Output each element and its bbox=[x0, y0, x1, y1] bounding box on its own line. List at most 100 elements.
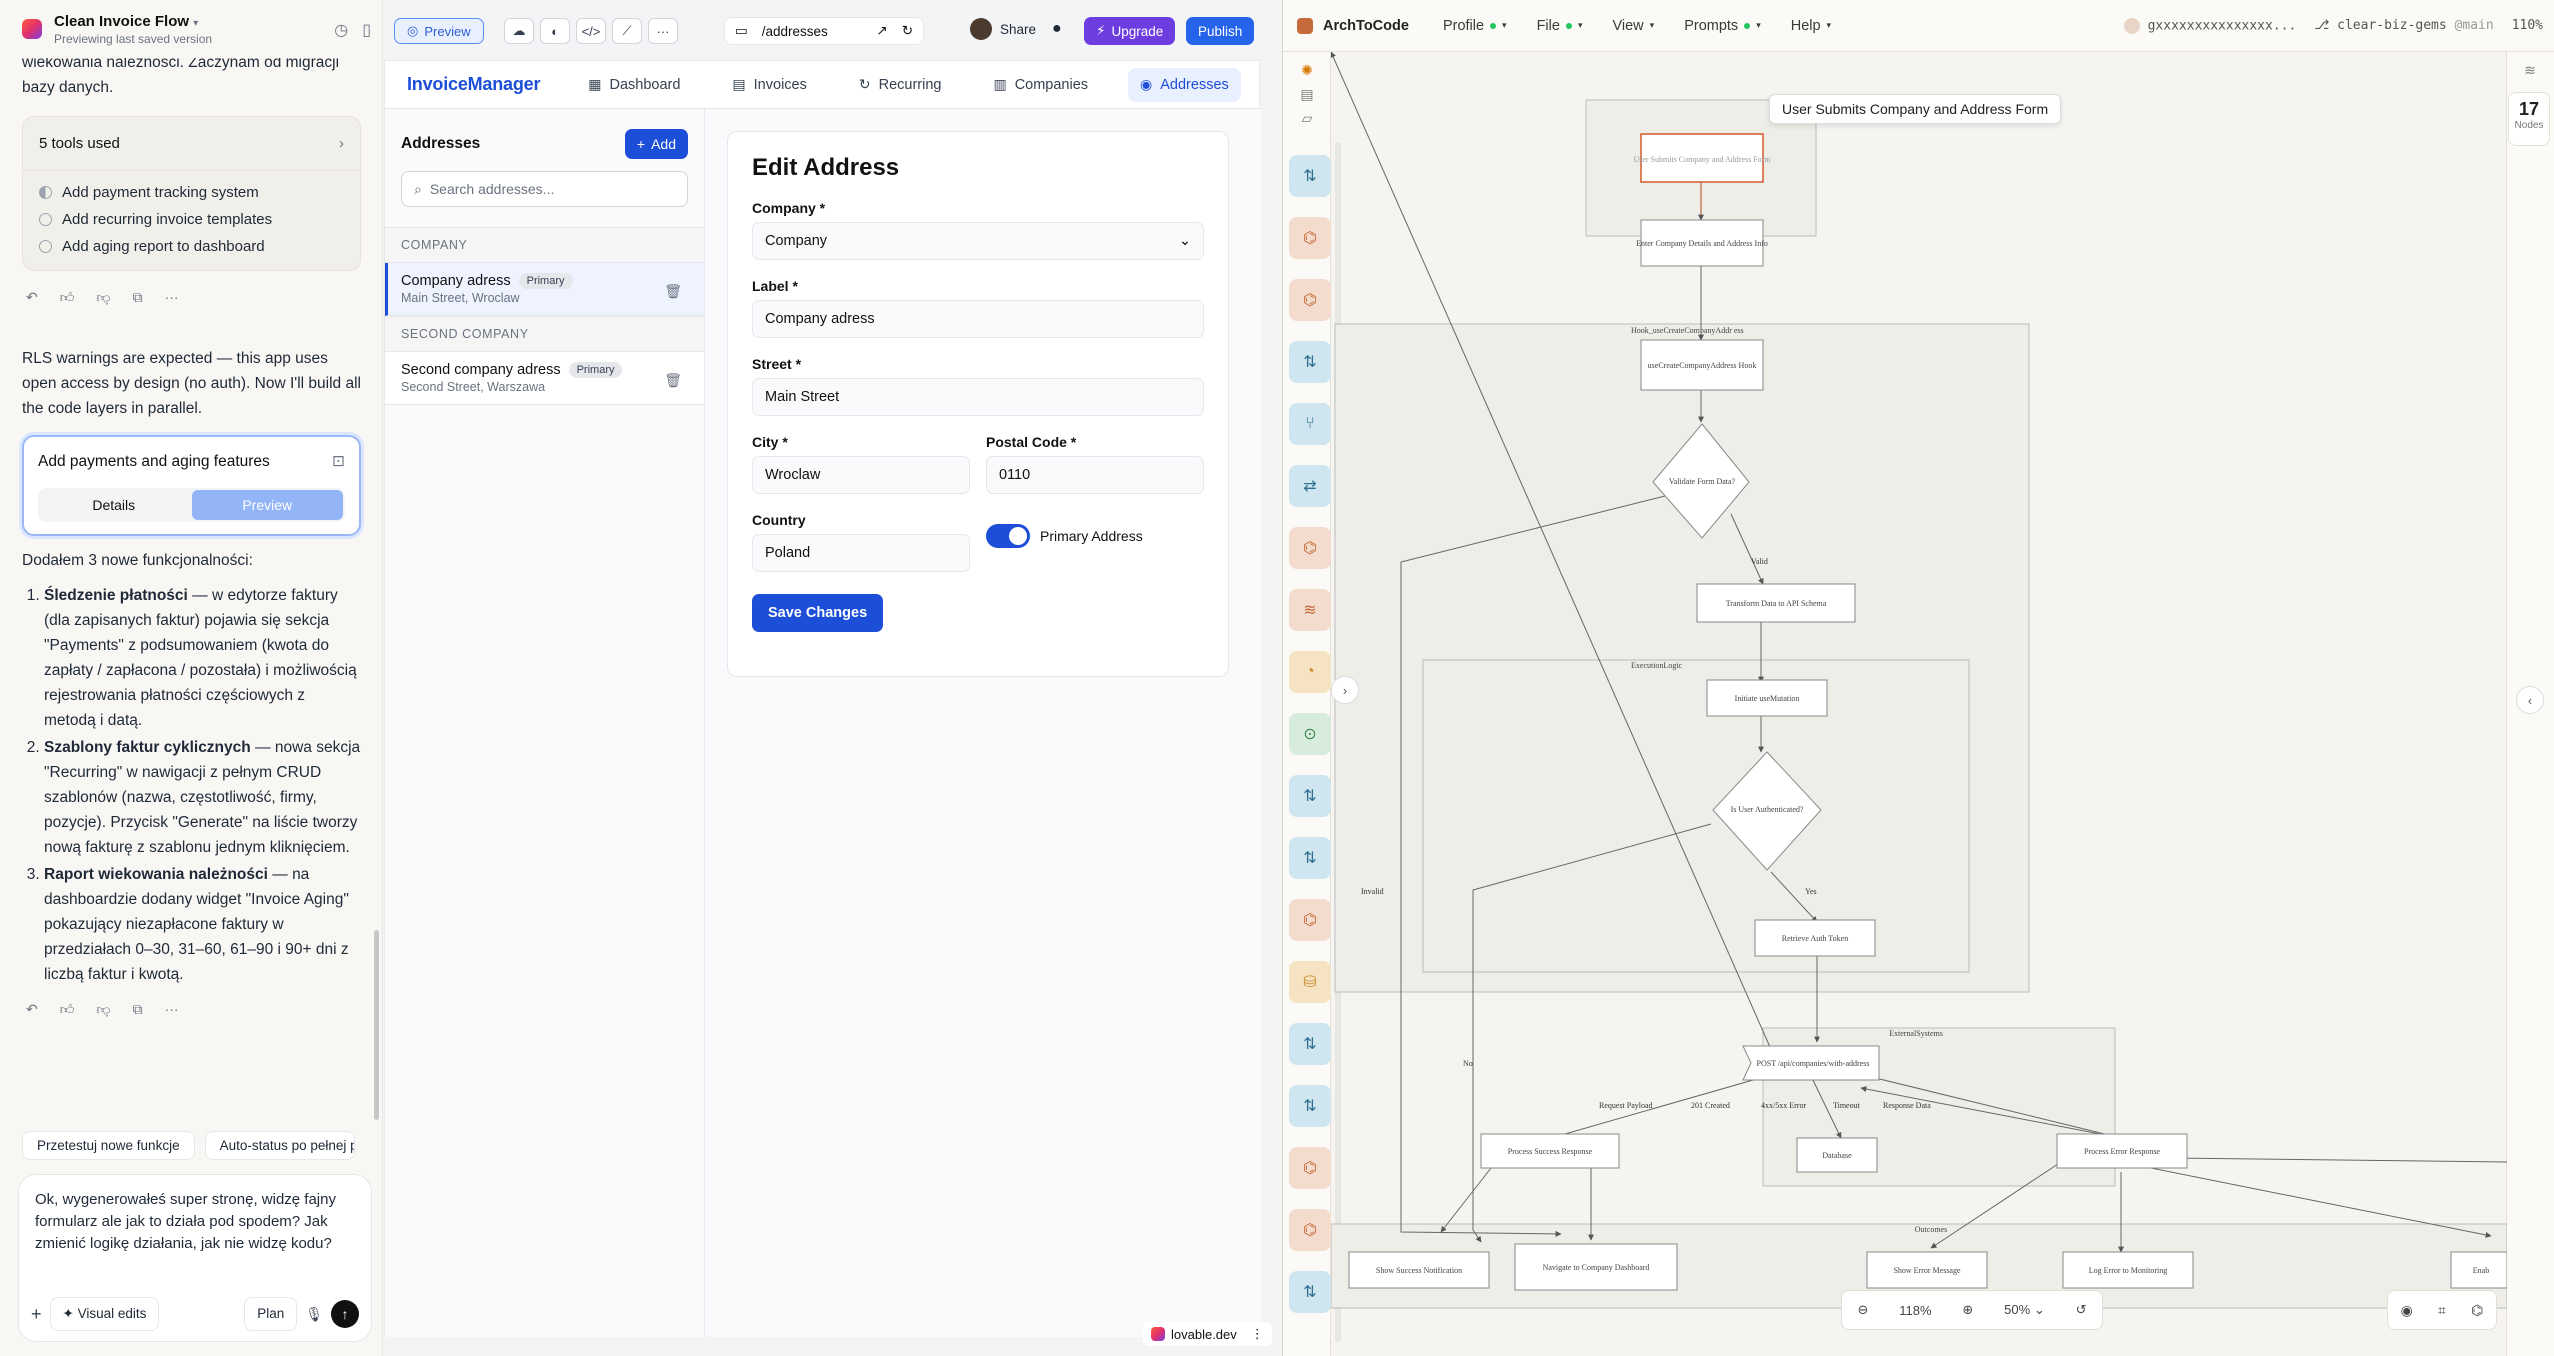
visual-edits-button[interactable]: ✦ Visual edits bbox=[49, 1297, 160, 1331]
api-node[interactable] bbox=[1742, 1045, 1880, 1081]
crop-icon[interactable]: ⌗ bbox=[2438, 1301, 2446, 1318]
nav-invoices[interactable]: ▤Invoices bbox=[720, 68, 818, 102]
upgrade-button[interactable]: ⚡Upgrade bbox=[1084, 17, 1176, 45]
nav-addresses[interactable]: ◉Addresses bbox=[1128, 67, 1241, 102]
share-node-icon[interactable]: ⌬ bbox=[1289, 527, 1331, 569]
thumbs-up-icon[interactable]: 👍︎ bbox=[59, 289, 75, 305]
toggle-node-icon[interactable]: ⊙ bbox=[1289, 713, 1331, 755]
diagram-canvas[interactable]: Hook_useCreateCompanyAddr ess ExecutionL… bbox=[1331, 52, 2507, 1356]
tools-used-toggle[interactable]: 5 tools used › bbox=[23, 117, 360, 171]
city-input[interactable]: Wroclaw bbox=[752, 456, 970, 494]
tab-details[interactable]: Details bbox=[92, 496, 136, 513]
nav-companies[interactable]: ▥Companies bbox=[981, 68, 1100, 102]
share-node-icon[interactable]: ⌬ bbox=[1289, 217, 1331, 259]
reset-icon[interactable]: ↺ bbox=[2075, 1302, 2087, 1317]
user-account[interactable]: gxxxxxxxxxxxxxxx... bbox=[2123, 18, 2296, 34]
zoom-value[interactable]: 118% bbox=[1899, 1302, 1932, 1318]
decision-node[interactable] bbox=[1652, 423, 1750, 539]
diagram-node[interactable] bbox=[2062, 1251, 2194, 1289]
flow-node-icon[interactable]: ⇅ bbox=[1289, 1023, 1331, 1065]
suggestion-chip[interactable]: Auto-status po pełnej pł bbox=[204, 1131, 355, 1160]
share-node-icon[interactable]: ⌬ bbox=[1289, 1209, 1331, 1251]
zoom-select[interactable]: 50% ⌄ bbox=[2004, 1302, 2045, 1317]
eye-icon[interactable]: ◉ bbox=[2400, 1301, 2413, 1318]
menu-prompts[interactable]: Prompts▾ bbox=[1684, 18, 1761, 34]
plan-button[interactable]: Plan bbox=[244, 1297, 298, 1331]
bookmark-icon[interactable]: ⊡ bbox=[332, 453, 345, 470]
share-node-icon[interactable]: ⌬ bbox=[1289, 899, 1331, 941]
flow-node-icon[interactable]: ⇅ bbox=[1289, 1271, 1331, 1313]
device-icon[interactable]: ▭ bbox=[735, 23, 748, 38]
undo-icon[interactable]: ↶ bbox=[26, 289, 38, 305]
layers-node-icon[interactable]: ≋ bbox=[1289, 589, 1331, 631]
diagram-node[interactable] bbox=[1796, 1137, 1878, 1173]
palette-icon[interactable]: ◐ bbox=[540, 18, 570, 44]
street-input[interactable]: Main Street bbox=[752, 378, 1204, 416]
change-card[interactable]: Add payments and aging features ⊡ Detail… bbox=[22, 435, 361, 536]
lovable-logo-icon[interactable] bbox=[22, 19, 42, 39]
diagram-node[interactable] bbox=[1706, 679, 1828, 717]
repo-selector[interactable]: ⎇ clear-biz-gems @main bbox=[2314, 18, 2493, 34]
collapse-right-panel-button[interactable]: ‹ bbox=[2516, 686, 2544, 714]
diagram-node[interactable] bbox=[1640, 219, 1764, 267]
add-address-button[interactable]: +Add bbox=[624, 129, 688, 159]
more-icon[interactable]: ⋮ bbox=[1250, 1326, 1264, 1341]
preview-button[interactable]: ◎Preview bbox=[394, 18, 484, 44]
diagram-node[interactable] bbox=[1640, 339, 1764, 391]
diagram-node[interactable] bbox=[1348, 1251, 1490, 1289]
flow-node-icon[interactable]: ⇅ bbox=[1289, 341, 1331, 383]
project-info[interactable]: Clean Invoice Flow ▾ Previewing last sav… bbox=[54, 13, 212, 46]
zoom-out-icon[interactable]: ⊖ bbox=[1857, 1302, 1869, 1317]
github-icon[interactable]: ● bbox=[1052, 20, 1062, 37]
trash-icon[interactable]: 🗑︎ bbox=[664, 283, 682, 299]
diagram-node[interactable] bbox=[2056, 1133, 2188, 1169]
url-bar[interactable]: ▭ /addresses ↗ ↻ bbox=[724, 17, 924, 45]
flow-node-icon[interactable]: ⇅ bbox=[1289, 837, 1331, 879]
more-icon[interactable]: ··· bbox=[164, 289, 179, 305]
lovable-badge[interactable]: lovable.dev⋮ bbox=[1143, 1322, 1272, 1346]
menu-profile[interactable]: Profile▾ bbox=[1443, 18, 1507, 34]
primary-address-toggle[interactable] bbox=[986, 524, 1030, 548]
sidebar-toggle-icon[interactable]: ▯ bbox=[362, 22, 371, 39]
share-area[interactable]: Share ● bbox=[970, 18, 1062, 40]
branch-node-icon[interactable]: ⑂ bbox=[1289, 403, 1331, 445]
more-icon[interactable]: ··· bbox=[648, 18, 678, 44]
country-input[interactable]: Poland bbox=[752, 534, 970, 572]
search-input[interactable]: ⌕ Search addresses... bbox=[401, 171, 688, 207]
database-node-icon[interactable]: ⛁ bbox=[1289, 961, 1331, 1003]
tab-preview[interactable]: Preview bbox=[191, 490, 343, 520]
more-icon[interactable]: ··· bbox=[164, 1001, 179, 1017]
diagram-node[interactable] bbox=[1514, 1243, 1678, 1291]
company-select[interactable]: Company⌄ bbox=[752, 222, 1204, 260]
cloud-icon[interactable]: ☁ bbox=[504, 18, 534, 44]
chat-messages[interactable]: wiekowania należności. Zaczynam od migra… bbox=[0, 58, 383, 1128]
nav-dashboard[interactable]: ▦Dashboard bbox=[576, 68, 692, 102]
layers-icon[interactable]: ≋ bbox=[2524, 62, 2536, 78]
menu-file[interactable]: File▾ bbox=[1537, 18, 1583, 34]
diagram-node[interactable] bbox=[1480, 1133, 1620, 1169]
send-button[interactable]: ↑ bbox=[331, 1300, 359, 1328]
undo-icon[interactable]: ↶ bbox=[26, 1001, 38, 1017]
thumbs-up-icon[interactable]: 👍︎ bbox=[59, 1001, 75, 1017]
menu-help[interactable]: Help▾ bbox=[1791, 18, 1831, 34]
menu-view[interactable]: View▾ bbox=[1612, 18, 1654, 34]
app-brand[interactable]: InvoiceManager bbox=[407, 74, 541, 94]
sparkle-icon[interactable]: ✺ bbox=[1301, 62, 1313, 78]
history-icon[interactable]: ◷ bbox=[334, 22, 349, 39]
document-icon[interactable]: ▤ bbox=[1300, 86, 1314, 102]
share-icon[interactable]: ⌬ bbox=[2471, 1301, 2484, 1318]
microphone-icon[interactable]: 🎙︎ bbox=[305, 1306, 323, 1322]
copy-icon[interactable]: ⧉ bbox=[132, 1001, 143, 1017]
share-node-icon[interactable]: ⌬ bbox=[1289, 279, 1331, 321]
thumbs-down-icon[interactable]: 👎︎ bbox=[96, 1001, 111, 1017]
open-external-icon[interactable]: ↗ bbox=[876, 23, 888, 38]
code-icon[interactable]: </> bbox=[576, 18, 606, 44]
pie-node-icon[interactable]: ◔ bbox=[1289, 651, 1331, 693]
analytics-icon[interactable]: ⟋ bbox=[612, 18, 642, 44]
trash-icon[interactable]: 🗑︎ bbox=[664, 372, 682, 388]
thumbs-down-icon[interactable]: 👎︎ bbox=[96, 289, 111, 305]
expand-left-panel-button[interactable]: › bbox=[1331, 676, 1359, 704]
group-container[interactable] bbox=[1422, 659, 1970, 973]
